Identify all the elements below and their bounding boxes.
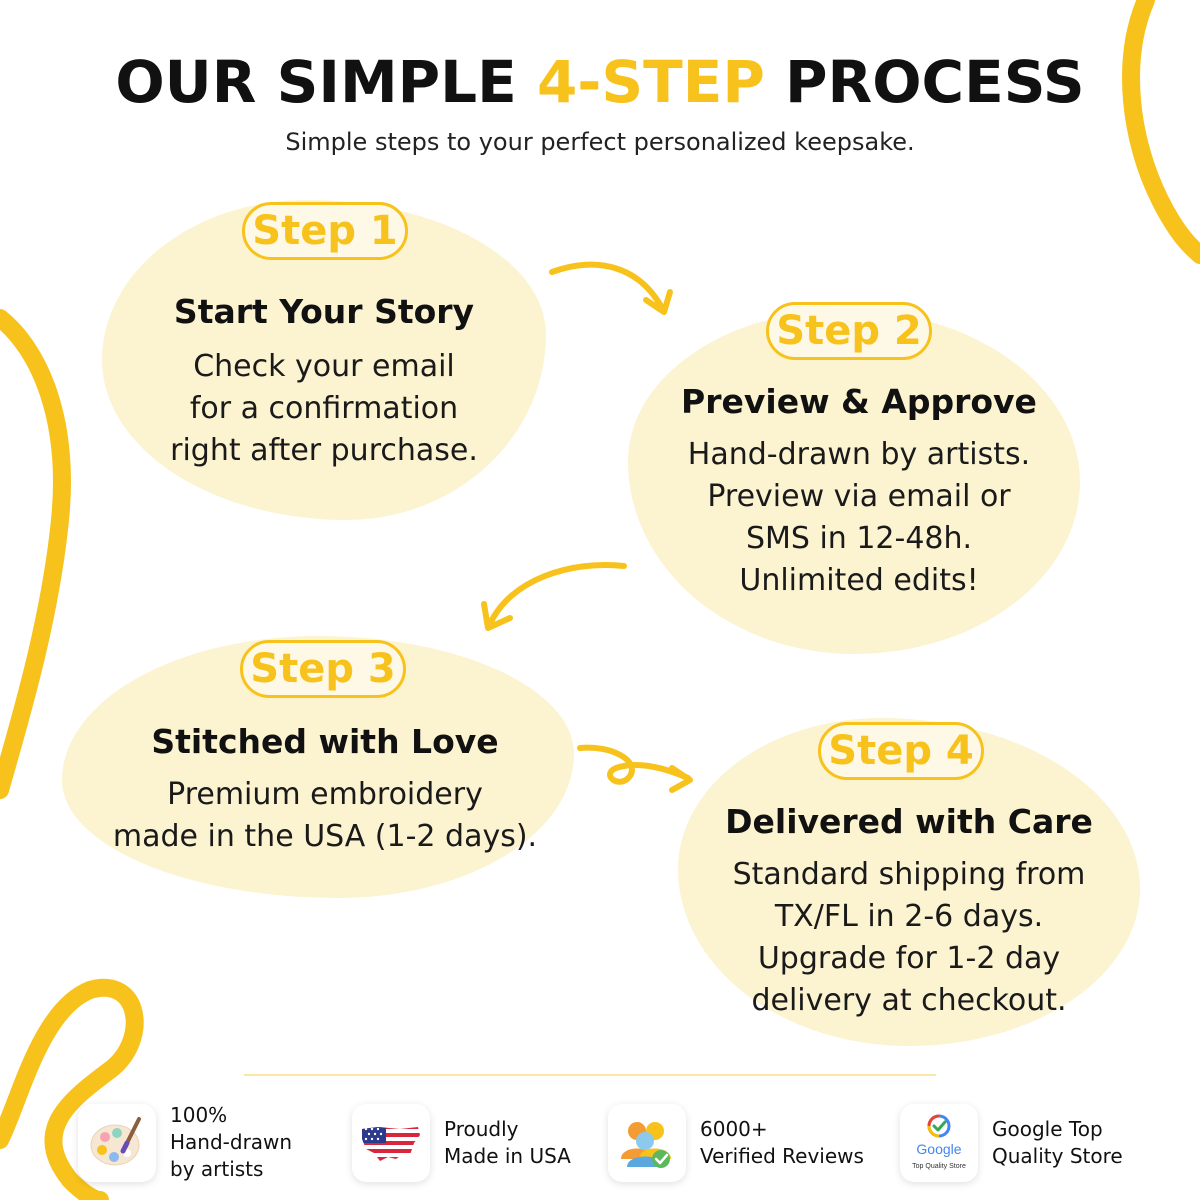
page-subtitle: Simple steps to your perfect personalize… [285,128,915,156]
hand-drawn-badge-text: 100% Hand-drawn by artists [170,1102,292,1183]
google-logo-subtext: Top Quality Store [912,1163,966,1170]
made-in-usa-badge-text: Proudly Made in USA [444,1116,571,1170]
arrow-step1-to-step2 [549,261,665,311]
step-2-line: SMS in 12-48h. [745,521,973,556]
verified-reviews-badge-text: 6000+ Verified Reviews [700,1116,864,1170]
step-1-line: Check your email [193,349,455,384]
badge-line: Google Top [992,1117,1103,1141]
step-3-title: Stitched with Love [151,722,499,761]
title-part-2: PROCESS [764,48,1085,116]
google-quality-badge-text: Google Top Quality Store [992,1116,1123,1170]
step-1-title: Start Your Story [173,292,475,331]
step-1-line: right after purchase. [170,433,478,468]
step-1-line: for a confirmation [189,391,459,426]
badge-line: Proudly [444,1117,519,1141]
step-3-line: made in the USA (1-2 days). [112,819,538,854]
page-title: OUR SIMPLE 4-STEP PROCESS [0,48,1200,116]
step-4-description: Standard shipping from TX/FL in 2-6 days… [678,854,1140,1022]
badge-line: Hand-drawn [170,1130,293,1154]
arrow-step3-to-step4 [577,744,691,785]
step-3-line: Premium embroidery [167,777,483,812]
step-2-description: Hand-drawn by artists. Preview via email… [628,434,1090,602]
step-4-line: Upgrade for 1-2 day [757,941,1061,976]
hand-drawn-badge [78,1104,156,1182]
paint-palette-icon [90,1117,141,1166]
step-4-badge: Step 4 [818,722,984,780]
verified-reviews-badge [608,1104,686,1182]
step-2-line: Unlimited edits! [739,563,979,598]
step-1-badge: Step 1 [242,202,408,260]
verified-users-icon [621,1122,671,1168]
made-in-usa-badge [352,1104,430,1182]
badge-line: Verified Reviews [700,1144,864,1168]
google-quality-badge: Google Top Quality Store [900,1104,978,1182]
google-logo-text: Google [916,1141,961,1157]
step-1-description: Check your email for a confirmation righ… [102,346,546,472]
step-4-line: TX/FL in 2-6 days. [774,899,1044,934]
title-part-1: OUR SIMPLE [115,48,537,116]
left-ribbon [0,309,71,799]
title-accent: 4-STEP [536,48,765,116]
step-4-line: delivery at checkout. [751,983,1067,1018]
step-2-card [628,310,1080,654]
step-3-badge: Step 3 [240,640,406,698]
badge-line: 100% [170,1103,228,1127]
step-4-title: Delivered with Care [725,802,1093,841]
badge-line: Made in USA [444,1144,571,1168]
arrow-step2-to-step3 [487,562,627,627]
badge-line: Quality Store [992,1144,1123,1168]
usa-flag-map-icon [362,1127,420,1161]
step-4-line: Standard shipping from [732,857,1086,892]
badge-line: by artists [170,1157,264,1181]
step-2-line: Hand-drawn by artists. [687,437,1031,472]
step-3-description: Premium embroidery made in the USA (1-2 … [62,774,588,858]
step-2-title: Preview & Approve [681,382,1037,421]
badge-line: 6000+ [700,1117,768,1141]
footer-divider [244,1074,936,1076]
step-2-line: Preview via email or [707,479,1011,514]
step-2-badge: Step 2 [766,302,932,360]
google-badge-icon: Google Top Quality Store [912,1114,966,1170]
